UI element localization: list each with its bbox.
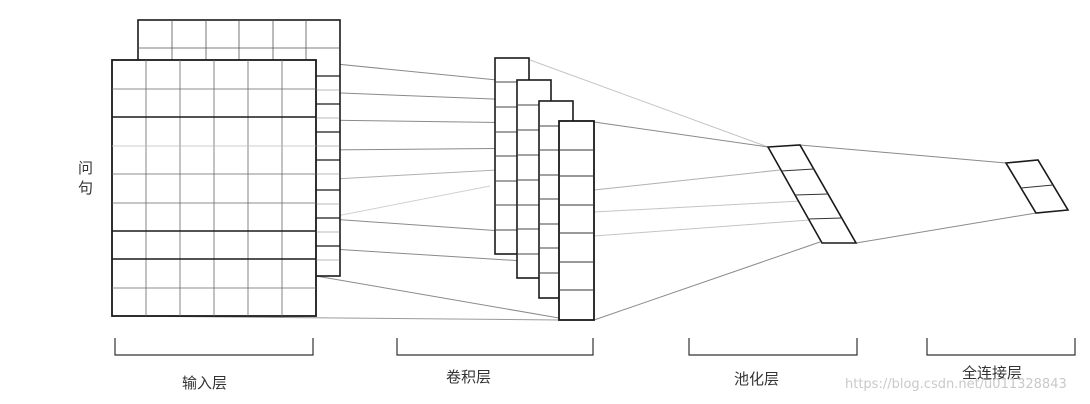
conv-layer-block — [494, 57, 595, 321]
input-back-right-column — [316, 75, 340, 247]
connection-line — [593, 121, 769, 148]
connection-line — [315, 91, 518, 101]
connection-line — [315, 247, 540, 263]
connection-line — [593, 219, 811, 237]
connection-line — [315, 275, 560, 319]
fc-layer-block — [1004, 159, 1070, 214]
connection-line — [529, 59, 769, 148]
connection-line — [799, 144, 1007, 164]
layer-brackets — [114, 338, 1076, 356]
fc-column-divider — [1020, 184, 1054, 189]
pool-layer-block — [766, 144, 858, 244]
connection-line — [593, 241, 821, 321]
input-layer-label: 输入层 — [182, 374, 228, 392]
input-back-grid — [138, 20, 340, 60]
connection-line — [855, 212, 1037, 244]
pool-layer-label: 池化层 — [734, 370, 780, 388]
connection-line — [315, 185, 491, 221]
input-front-row-dividers — [112, 116, 316, 260]
conv-column — [558, 120, 595, 321]
question-char-2: 句 — [78, 179, 94, 197]
fc-layer-bracket — [926, 338, 1076, 356]
connection-line — [315, 61, 498, 81]
question-char-1: 问 — [78, 159, 94, 177]
input-layer-block — [111, 19, 341, 317]
connection-line — [593, 199, 821, 213]
connection-line — [315, 169, 498, 181]
input-front-grid — [112, 60, 316, 316]
connection-line — [593, 169, 781, 191]
input-back-right-column-fine — [316, 89, 340, 261]
pool-column-dividers — [780, 168, 843, 220]
input-layer-bracket — [114, 338, 314, 356]
question-sentence-label: 问 句 — [78, 158, 96, 198]
conv-layer-label: 卷积层 — [446, 368, 492, 386]
csdn-watermark: https://blog.csdn.net/u011328843 — [845, 377, 1067, 392]
conv-layer-bracket — [396, 338, 594, 356]
pool-layer-bracket — [688, 338, 858, 356]
connection-line — [315, 217, 518, 233]
connection-lines — [111, 59, 1037, 321]
fc-layer-label: 全连接层 — [962, 364, 1023, 382]
